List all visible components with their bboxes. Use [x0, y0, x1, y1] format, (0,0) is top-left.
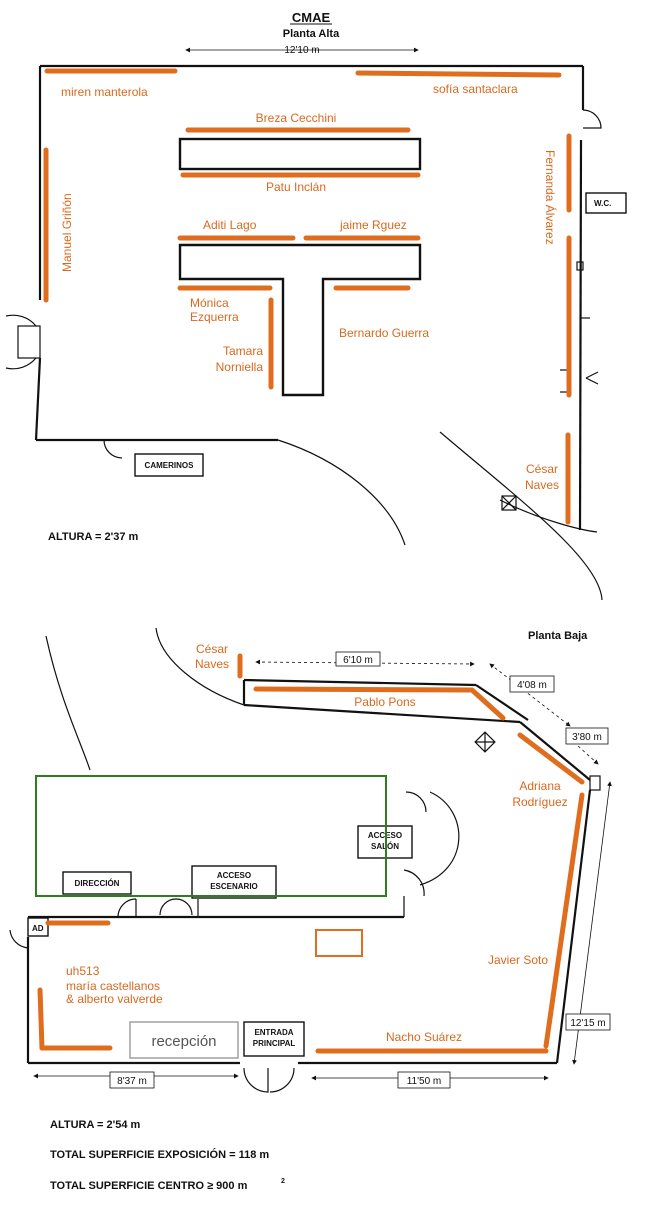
- label-adriana-1: Adriana: [519, 779, 561, 793]
- highlight-box: [35, 775, 387, 897]
- camerinos-label: CAMERINOS: [145, 461, 195, 470]
- acceso-escenario-label-1: ACCESO: [217, 871, 251, 880]
- label-aditi-lago: Aditi Lago: [203, 218, 257, 232]
- label-fernanda-alvarez: Fernanda Álvarez: [543, 150, 558, 245]
- upper-floor-walls: [5, 64, 603, 601]
- label-bernardo-guerra: Bernardo Guerra: [339, 326, 429, 340]
- label-pablo-pons: Pablo Pons: [354, 695, 415, 709]
- acceso-escenario-label-2: ESCENARIO: [210, 882, 258, 891]
- label-maria-1: maría castellanos: [66, 979, 160, 993]
- lower-exhibit-walls: [37, 653, 585, 1054]
- dim-380-box: [565, 727, 609, 745]
- label-patu-inclan: Patu Inclán: [266, 180, 326, 194]
- logo: CMAE: [292, 10, 331, 25]
- label-breza-cecchini: Breza Cecchini: [256, 111, 337, 125]
- direccion-box: [62, 871, 132, 895]
- dim-408: 4'08 m: [517, 680, 547, 691]
- panel-top: [178, 137, 422, 171]
- camerinos-box: [134, 453, 204, 477]
- acceso-escenario-box: [191, 865, 277, 899]
- label-nacho-suarez: Nacho Suárez: [386, 1030, 462, 1044]
- total-centro: TOTAL SUPERFICIE CENTRO ≥ 900 m: [50, 1180, 248, 1192]
- total-centro-superscript: 2: [281, 1178, 285, 1185]
- dim-1215-box: [565, 1013, 611, 1031]
- label-tamara-2: Norniella: [216, 360, 264, 374]
- entrada-principal-label-2: PRINCIPAL: [253, 1039, 296, 1048]
- lower-height-note: ALTURA = 2'54 m: [50, 1119, 141, 1131]
- label-adriana-2: Rodríguez: [512, 795, 567, 809]
- label-cesar-upper-2: Naves: [525, 478, 559, 492]
- panel-t-shape: [178, 243, 422, 397]
- dim-837: 8'37 m: [117, 1076, 147, 1087]
- center-pedestal: [315, 929, 363, 957]
- wc-label: W.C.: [594, 199, 611, 208]
- label-tamara-1: Tamara: [223, 344, 263, 358]
- upper-height-note: ALTURA = 2'37 m: [48, 531, 139, 543]
- label-sofia-santaclara: sofía santaclara: [433, 82, 518, 96]
- upper-floor-title: Planta Alta: [283, 28, 340, 40]
- ad-label: AD: [32, 924, 44, 933]
- total-exposicion: TOTAL SUPERFICIE EXPOSICIÓN = 118 m: [50, 1148, 269, 1161]
- lower-floor-title: Planta Baja: [528, 630, 588, 642]
- label-jaime-rguez: jaime Rguez: [339, 218, 407, 232]
- dim-1150: 11'50 m: [407, 1076, 442, 1087]
- direccion-label: DIRECCIÓN: [75, 879, 120, 888]
- dim-408-box: [509, 675, 555, 693]
- recepcion-box: [129, 1021, 239, 1059]
- upper-exhibit-walls: [43, 68, 572, 525]
- label-maria-2: & alberto valverde: [66, 992, 163, 1006]
- elevator-icon: [501, 495, 517, 511]
- label-miren-manterola: miren manterola: [61, 85, 148, 99]
- label-monica-2: Ezquerra: [190, 310, 239, 324]
- recepcion-label: recepción: [151, 1033, 216, 1050]
- wc-box: [585, 192, 627, 214]
- label-cesar-upper-1: César: [526, 462, 558, 476]
- dim-1150-box: [397, 1071, 451, 1089]
- elevator-icon-lower: [474, 731, 496, 753]
- ad-box: [27, 917, 49, 937]
- label-uh513: uh513: [66, 964, 100, 978]
- dim-610: 6'10 m: [343, 655, 373, 666]
- label-manuel-grinon: Manuel Griñón: [60, 193, 74, 272]
- dim-380: 3'80 m: [572, 732, 602, 743]
- dim-1215: 12'15 m: [570, 1018, 605, 1029]
- dim-610-box: [335, 651, 381, 667]
- label-cesar-lower-2: Naves: [195, 657, 229, 671]
- entrada-principal-box: [243, 1021, 305, 1057]
- dim-837-box: [109, 1071, 155, 1089]
- label-monica-1: Mónica: [190, 296, 229, 310]
- entrada-principal-label-1: ENTRADA: [254, 1028, 293, 1037]
- label-cesar-lower-1: César: [196, 642, 228, 656]
- upper-top-dimension: 12'10 m: [284, 45, 319, 56]
- label-javier-soto: Javier Soto: [488, 953, 548, 967]
- lower-floor-walls: [9, 627, 601, 1093]
